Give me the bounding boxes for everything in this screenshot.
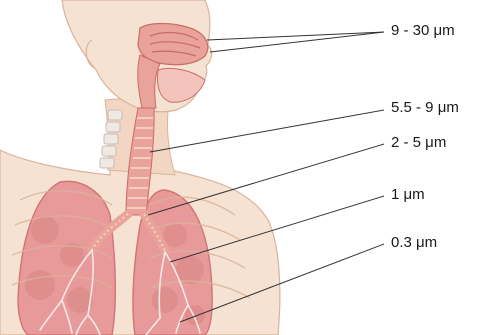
label-bronchi-particle-size: 2 - 5 μm (391, 134, 446, 152)
label-bronchioles-particle-size: 1 μm (391, 186, 425, 204)
label-nasal-particle-size: 9 - 30 μm (391, 22, 455, 40)
label-trachea-particle-size: 5.5 - 9 μm (391, 99, 459, 117)
label-alveoli-particle-size: 0.3 μm (391, 234, 437, 252)
